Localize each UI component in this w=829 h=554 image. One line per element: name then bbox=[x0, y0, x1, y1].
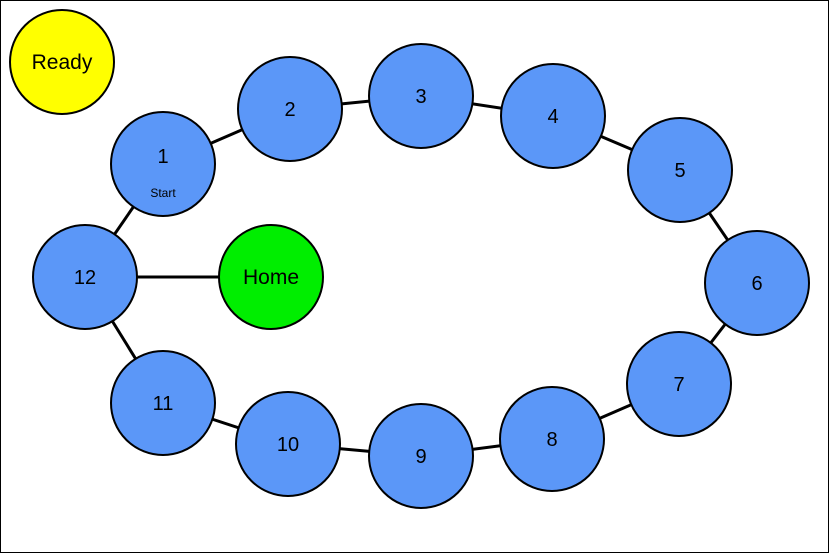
ring-node-11[interactable]: 11 bbox=[110, 350, 216, 456]
home-node-circle bbox=[218, 224, 324, 330]
ring-node-3-label: 3 bbox=[415, 86, 426, 108]
ring-node-3[interactable]: 3 bbox=[368, 43, 474, 149]
ring-node-3-circle bbox=[368, 43, 474, 149]
status-node-ready-label: Ready bbox=[32, 51, 93, 74]
ring-node-6-label: 6 bbox=[751, 273, 762, 295]
ring-node-10[interactable]: 10 bbox=[235, 391, 341, 497]
ring-node-8-label: 8 bbox=[546, 429, 557, 451]
ring-node-4[interactable]: 4 bbox=[500, 63, 606, 169]
ring-node-12-label: 12 bbox=[74, 267, 96, 289]
ring-node-1-circle bbox=[110, 111, 216, 217]
ring-node-12[interactable]: 12 bbox=[32, 224, 138, 330]
ring-node-1-sublabel: Start bbox=[150, 186, 176, 200]
ring-node-9-label: 9 bbox=[415, 446, 426, 468]
ring-node-4-circle bbox=[500, 63, 606, 169]
status-node-ready[interactable]: Ready bbox=[9, 9, 115, 115]
ring-node-2-circle bbox=[237, 56, 343, 162]
ring-node-11-circle bbox=[110, 350, 216, 456]
ring-node-8-circle bbox=[499, 386, 605, 492]
ring-node-5[interactable]: 5 bbox=[627, 117, 733, 223]
home-node-label: Home bbox=[243, 266, 299, 289]
ring-node-12-circle bbox=[32, 224, 138, 330]
ring-node-5-label: 5 bbox=[674, 160, 685, 182]
ring-node-4-label: 4 bbox=[547, 106, 558, 128]
ring-node-2[interactable]: 2 bbox=[237, 56, 343, 162]
ring-node-1-label: 1 bbox=[157, 146, 168, 168]
ring-node-7-circle bbox=[626, 331, 732, 437]
ring-node-10-label: 10 bbox=[277, 434, 299, 456]
ring-node-2-label: 2 bbox=[284, 99, 295, 121]
ring-node-6-circle bbox=[704, 230, 810, 336]
ring-node-9-circle bbox=[368, 403, 474, 509]
ring-node-9[interactable]: 9 bbox=[368, 403, 474, 509]
ring-node-10-circle bbox=[235, 391, 341, 497]
ring-node-5-circle bbox=[627, 117, 733, 223]
status-node-ready-circle bbox=[9, 9, 115, 115]
ring-node-7[interactable]: 7 bbox=[626, 331, 732, 437]
home-node[interactable]: Home bbox=[218, 224, 324, 330]
ring-node-7-label: 7 bbox=[673, 374, 684, 396]
ring-node-8[interactable]: 8 bbox=[499, 386, 605, 492]
ring-node-6[interactable]: 6 bbox=[704, 230, 810, 336]
ring-node-11-label: 11 bbox=[153, 393, 174, 415]
